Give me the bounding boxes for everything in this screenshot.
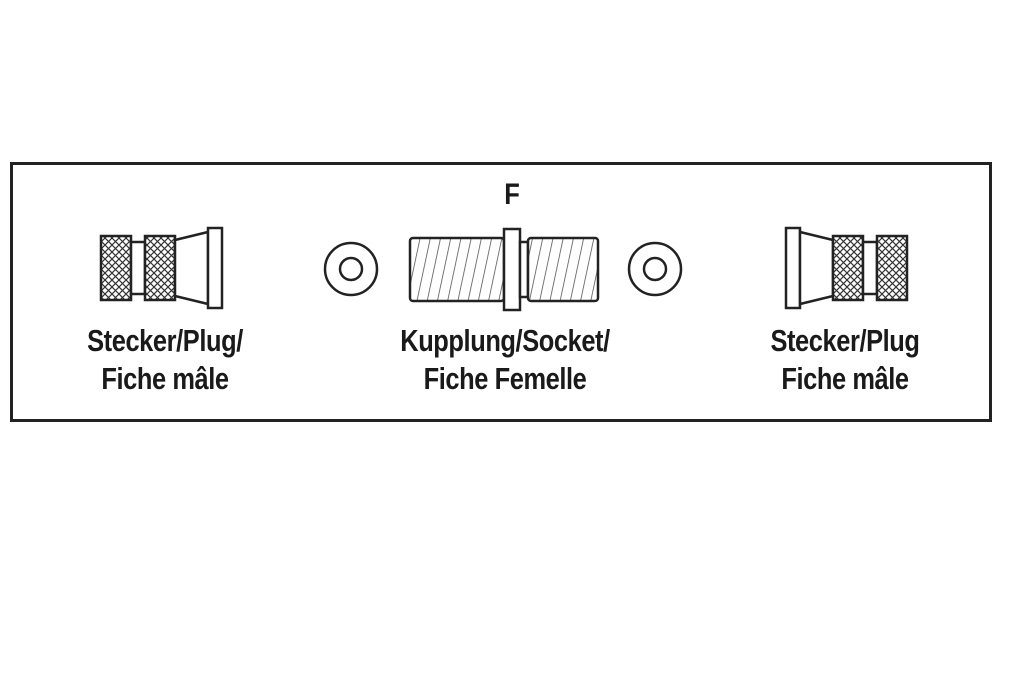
right-plug-label-line1: Stecker/Plug bbox=[770, 323, 920, 358]
center-socket-label-line2: Fiche Femelle bbox=[423, 361, 587, 396]
left-washer-icon bbox=[323, 241, 379, 297]
right-plug-label: Stecker/Plug Fiche mâle bbox=[743, 322, 948, 398]
connector-type-label: F bbox=[504, 178, 520, 211]
center-socket-label-line1: Kupplung/Socket/ bbox=[400, 323, 610, 358]
left-plug-label: Stecker/Plug/ Fiche mâle bbox=[63, 322, 268, 398]
right-washer-icon bbox=[627, 241, 683, 297]
left-plug-label-line2: Fiche mâle bbox=[101, 361, 229, 396]
center-socket-icon bbox=[408, 227, 600, 312]
left-plug-icon bbox=[99, 226, 224, 310]
center-socket-label: Kupplung/Socket/ Fiche Femelle bbox=[370, 322, 641, 398]
left-plug-label-line1: Stecker/Plug/ bbox=[87, 323, 243, 358]
right-plug-label-line2: Fiche mâle bbox=[781, 361, 909, 396]
right-plug-icon bbox=[784, 226, 909, 310]
